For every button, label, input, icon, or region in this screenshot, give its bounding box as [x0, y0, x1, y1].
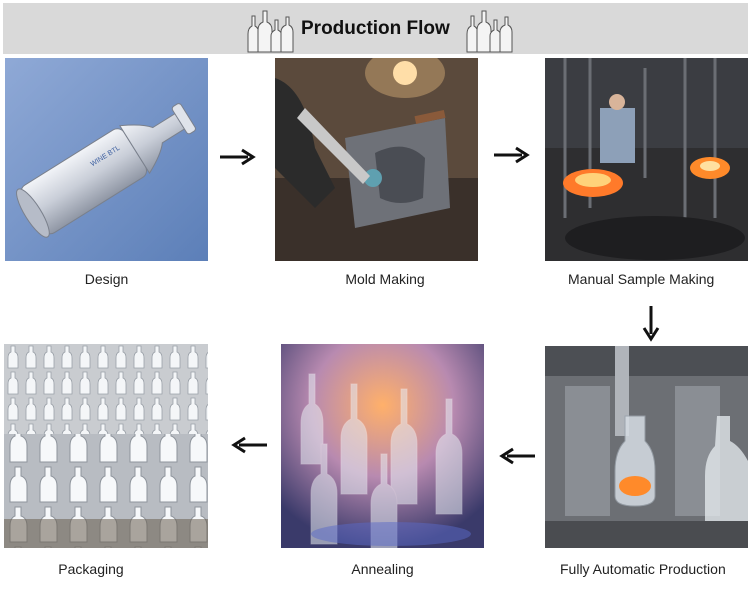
arrow-right-icon	[218, 147, 256, 167]
packaging-image	[4, 344, 208, 548]
bottles-icon	[244, 8, 296, 54]
bottles-icon	[463, 8, 515, 54]
mold-making-image	[275, 58, 478, 261]
page-title: Production Flow	[301, 18, 450, 39]
design-image: WINE BTL	[5, 58, 208, 261]
step-caption-mold-making: Mold Making	[345, 271, 425, 287]
arrow-left-icon	[499, 446, 537, 466]
fully-automatic-production-image	[545, 346, 748, 548]
step-caption-fully-automatic-production: Fully Automatic Production	[560, 561, 726, 577]
step-caption-annealing: Annealing	[351, 561, 414, 577]
annealing-image	[281, 344, 484, 548]
arrow-right-icon	[492, 145, 530, 165]
manual-sample-making-image	[545, 58, 748, 261]
header-banner: Production Flow	[3, 3, 748, 54]
step-caption-manual-sample-making: Manual Sample Making	[568, 271, 715, 287]
arrow-left-icon	[231, 435, 269, 455]
step-caption-packaging: Packaging	[58, 561, 124, 577]
arrow-down-icon	[641, 304, 661, 342]
step-caption-design: Design	[84, 271, 129, 287]
